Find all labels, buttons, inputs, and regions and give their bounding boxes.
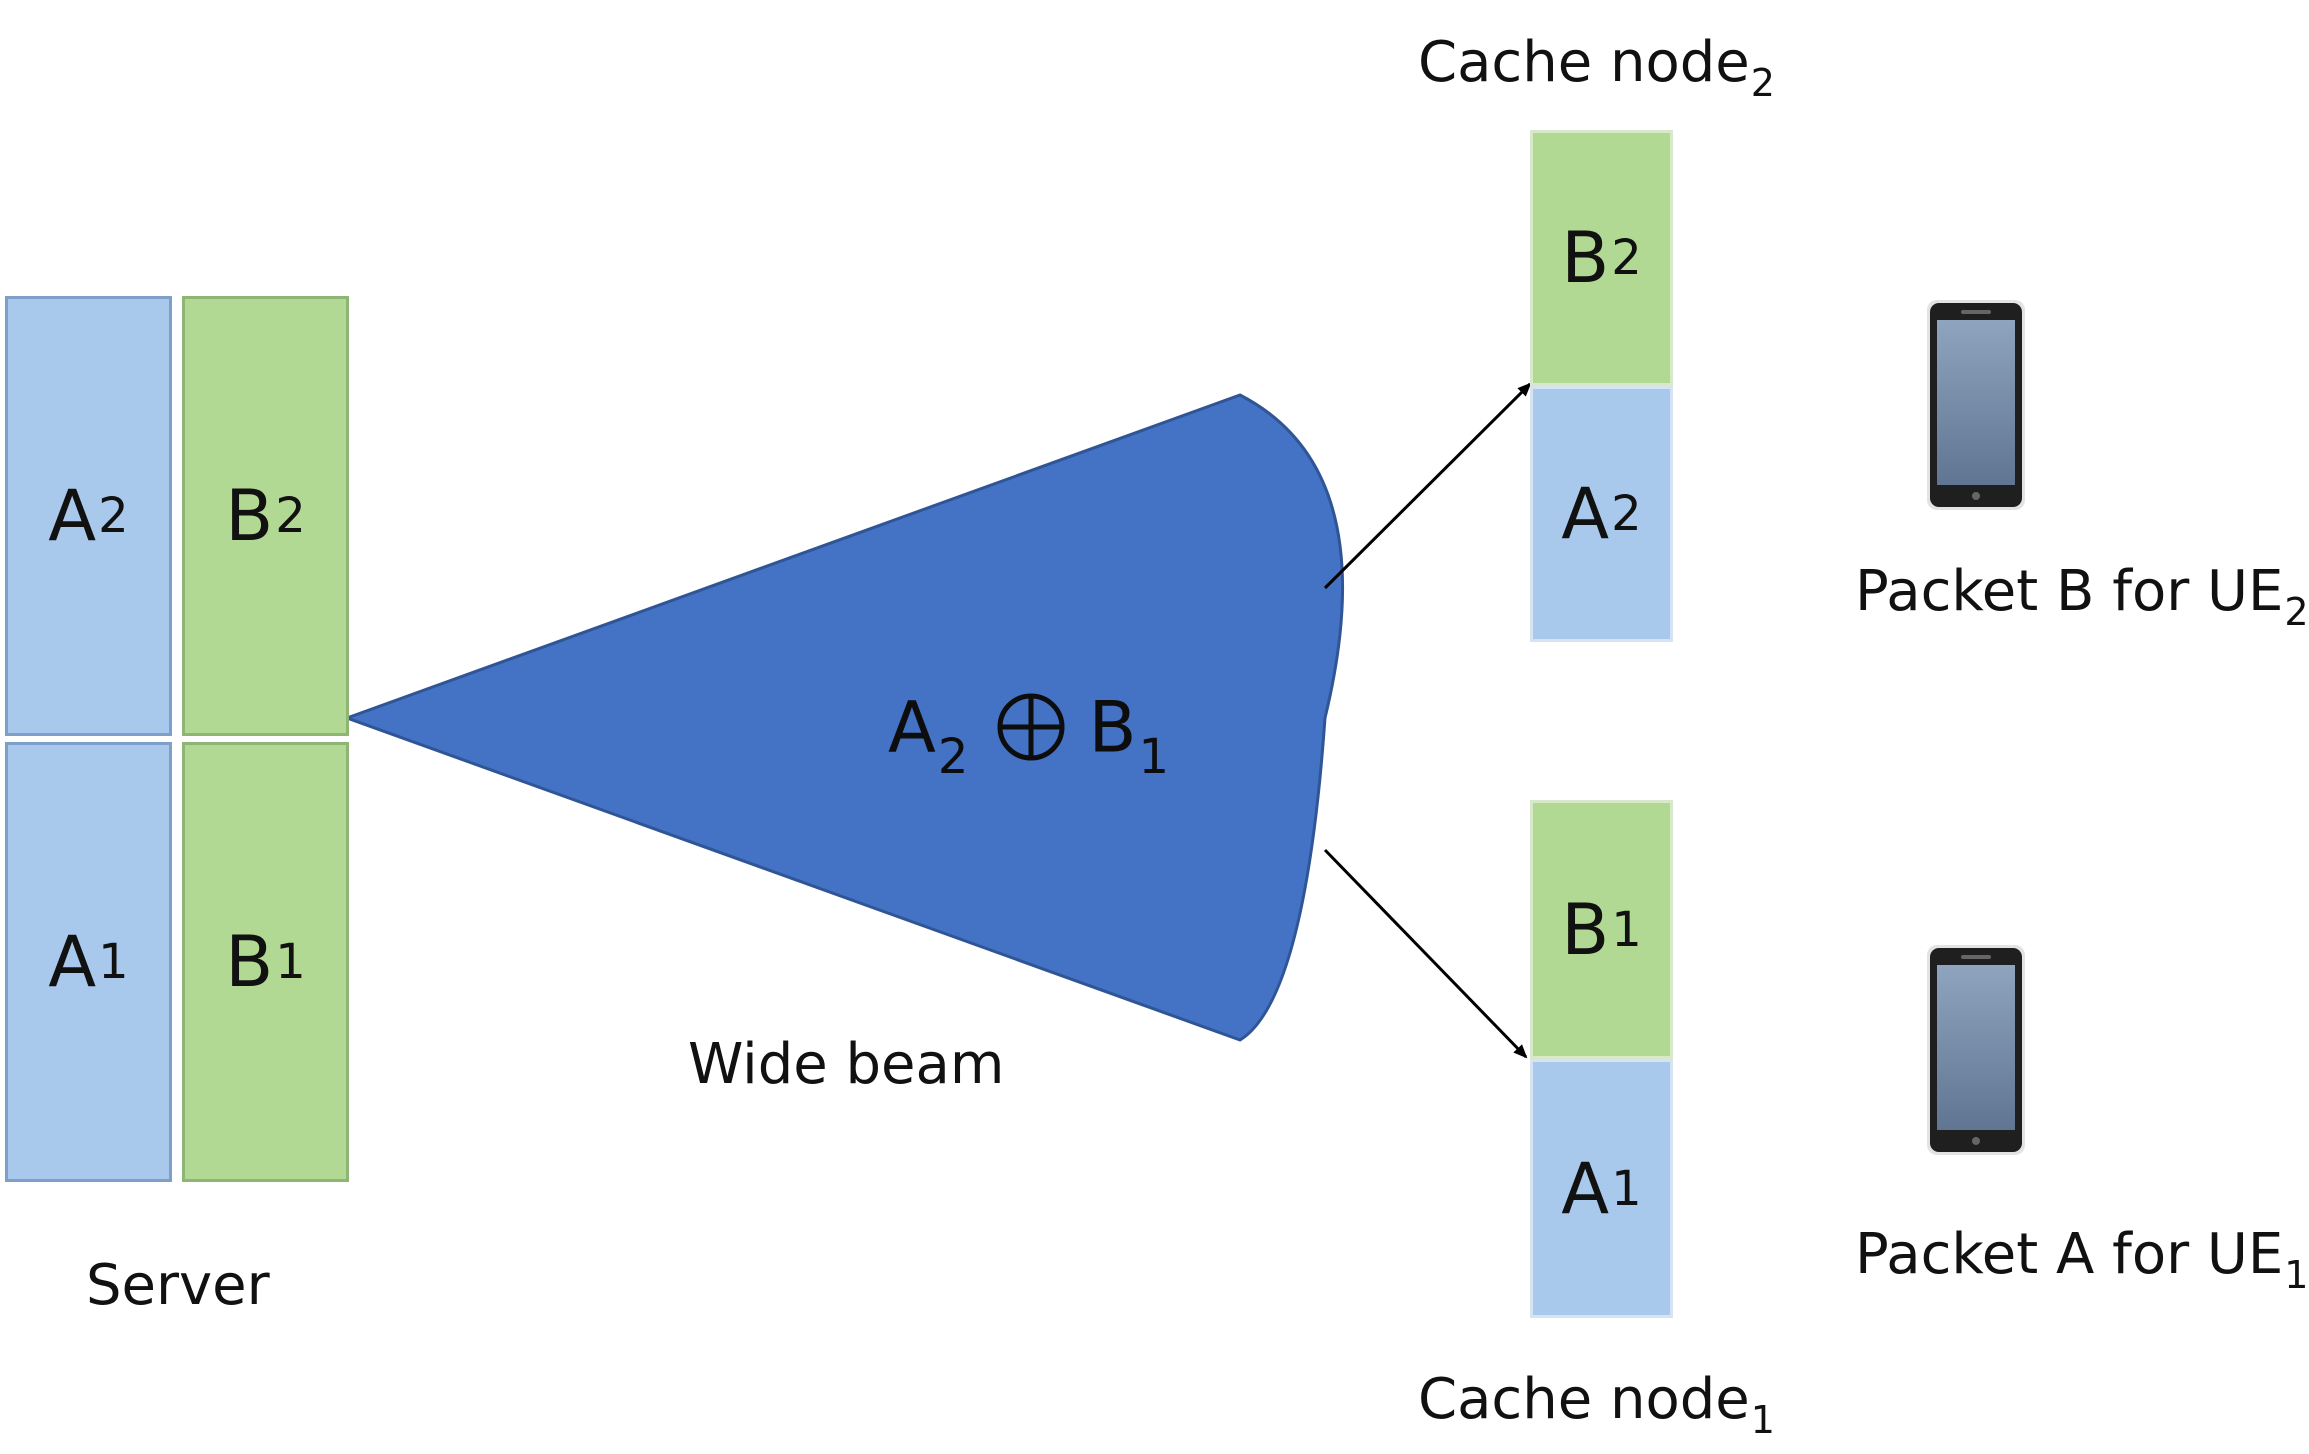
cache-node-1-label: Cache node1 [1418, 1372, 1775, 1443]
cache-node-2-block-a2-sub: 2 [1611, 486, 1642, 542]
ue-1-label-text: Packet A for UE [1855, 1222, 2284, 1287]
arrow-to-cache-node-2 [1323, 382, 1532, 590]
server-block-b2-letter: B [225, 475, 274, 557]
server-block-a1-sub: 1 [98, 934, 129, 990]
ue-1-smartphone-icon [1927, 945, 2025, 1155]
cache-node-2-block-a2-letter: A [1561, 473, 1610, 555]
ue-2-smartphone-icon [1927, 300, 2025, 510]
cache-node-2-block-b2-letter: B [1561, 217, 1610, 299]
cache-node-2-label: Cache node2 [1418, 35, 1775, 106]
server-block-a2-letter: A [48, 475, 97, 557]
cache-node-1-label-text: Cache node [1418, 1367, 1750, 1432]
ue-1-label: Packet A for UE1 [1855, 1227, 2309, 1298]
cache-node-1-label-sub: 1 [1750, 1398, 1775, 1443]
ue-2-label: Packet B for UE2 [1855, 564, 2309, 635]
wide-beam-cone [342, 393, 1345, 1042]
ue-1-label-sub: 1 [2284, 1253, 2309, 1298]
xor-right-letter: B [1088, 686, 1137, 769]
wide-beam-label: Wide beam [688, 1032, 1005, 1097]
xor-circle-plus-icon [997, 693, 1065, 761]
ue-2-label-text: Packet B for UE [1855, 559, 2284, 624]
xor-right-sub: 1 [1138, 729, 1170, 786]
cache-node-2-block-b2-sub: 2 [1611, 230, 1642, 286]
xor-left-letter: A [888, 686, 936, 769]
server-block-a2-sub: 2 [98, 488, 129, 544]
cache-node-2-label-sub: 2 [1750, 61, 1775, 106]
xor-left-sub: 2 [937, 729, 969, 786]
server-block-b1-sub: 1 [275, 934, 306, 990]
cache-node-1-block-a1-sub: 1 [1611, 1160, 1642, 1217]
server-label: Server [86, 1253, 270, 1318]
cache-node-1-block-a1-letter: A [1561, 1147, 1610, 1230]
server-block-b1-letter: B [225, 921, 274, 1003]
server-block-b2-sub: 2 [275, 488, 306, 544]
cache-node-1-block-b1-letter: B [1561, 888, 1610, 971]
server-block-a1-letter: A [48, 921, 97, 1003]
ue-2-label-sub: 2 [2284, 590, 2309, 635]
cache-node-1-block-b1-sub: 1 [1611, 901, 1642, 958]
cache-node-2-label-text: Cache node [1418, 30, 1750, 95]
arrow-to-cache-node-1 [1323, 848, 1528, 1059]
